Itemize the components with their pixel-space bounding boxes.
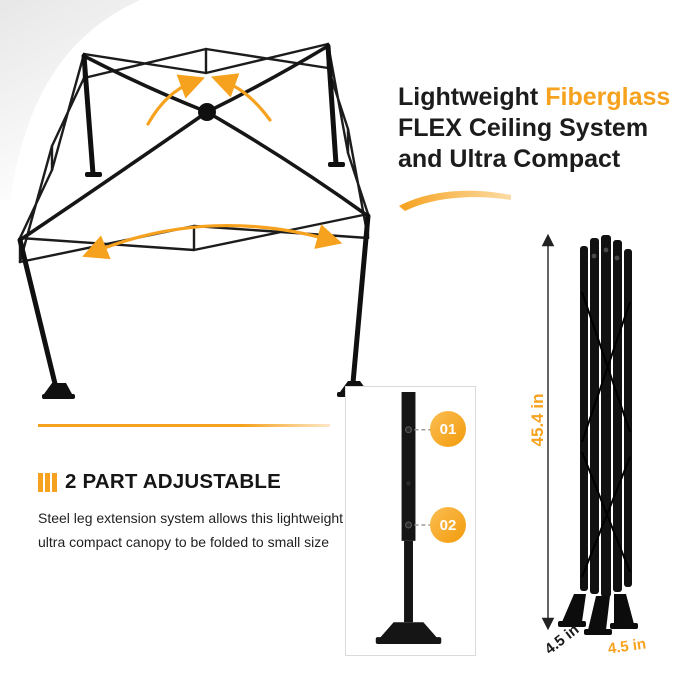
headline-underline-swoosh (399, 190, 511, 211)
feature-section: 2 PART ADJUSTABLE Steel leg extension sy… (38, 470, 348, 556)
background-swoosh (0, 0, 140, 200)
headline-part1: Lightweight (398, 83, 539, 111)
headline-highlight: Fiberglass (545, 83, 671, 111)
truss-bars (18, 42, 370, 264)
flex-arrow-icon (82, 73, 343, 260)
callout-02-label: 02 (439, 516, 457, 534)
callout-01-label: 01 (439, 420, 457, 438)
headline-line3: and Ultra Compact (398, 145, 621, 173)
callout-02-badge: 02 (430, 507, 466, 543)
callout-leader-lines (414, 428, 431, 526)
ceiling-ribs (18, 44, 370, 242)
feature-description-line2: ultra compact canopy to be folded to sma… (38, 534, 330, 550)
adjustable-leg-illustration (375, 392, 442, 645)
leg-detail-card: 01 02 (345, 386, 476, 656)
height-dimension-label: 45.4 in (528, 393, 547, 447)
feature-description-line1: Steel leg extension system allows this l… (38, 510, 344, 526)
feature-title: 2 PART ADJUSTABLE (65, 470, 282, 493)
folded-canopy-figure: 45.4 in 4.5 in 4.5 in (518, 222, 668, 658)
orange-divider (38, 424, 330, 427)
frame-legs (17, 43, 371, 399)
folded-canopy-illustration (541, 233, 638, 635)
callout-01-badge: 01 (430, 411, 466, 447)
canopy-frame-illustration (17, 42, 371, 399)
folded-feet (558, 594, 638, 635)
headline-line2: FLEX Ceiling System (398, 114, 649, 142)
feature-title-row: 2 PART ADJUSTABLE (38, 470, 348, 494)
adjustable-bars-icon (38, 472, 57, 492)
